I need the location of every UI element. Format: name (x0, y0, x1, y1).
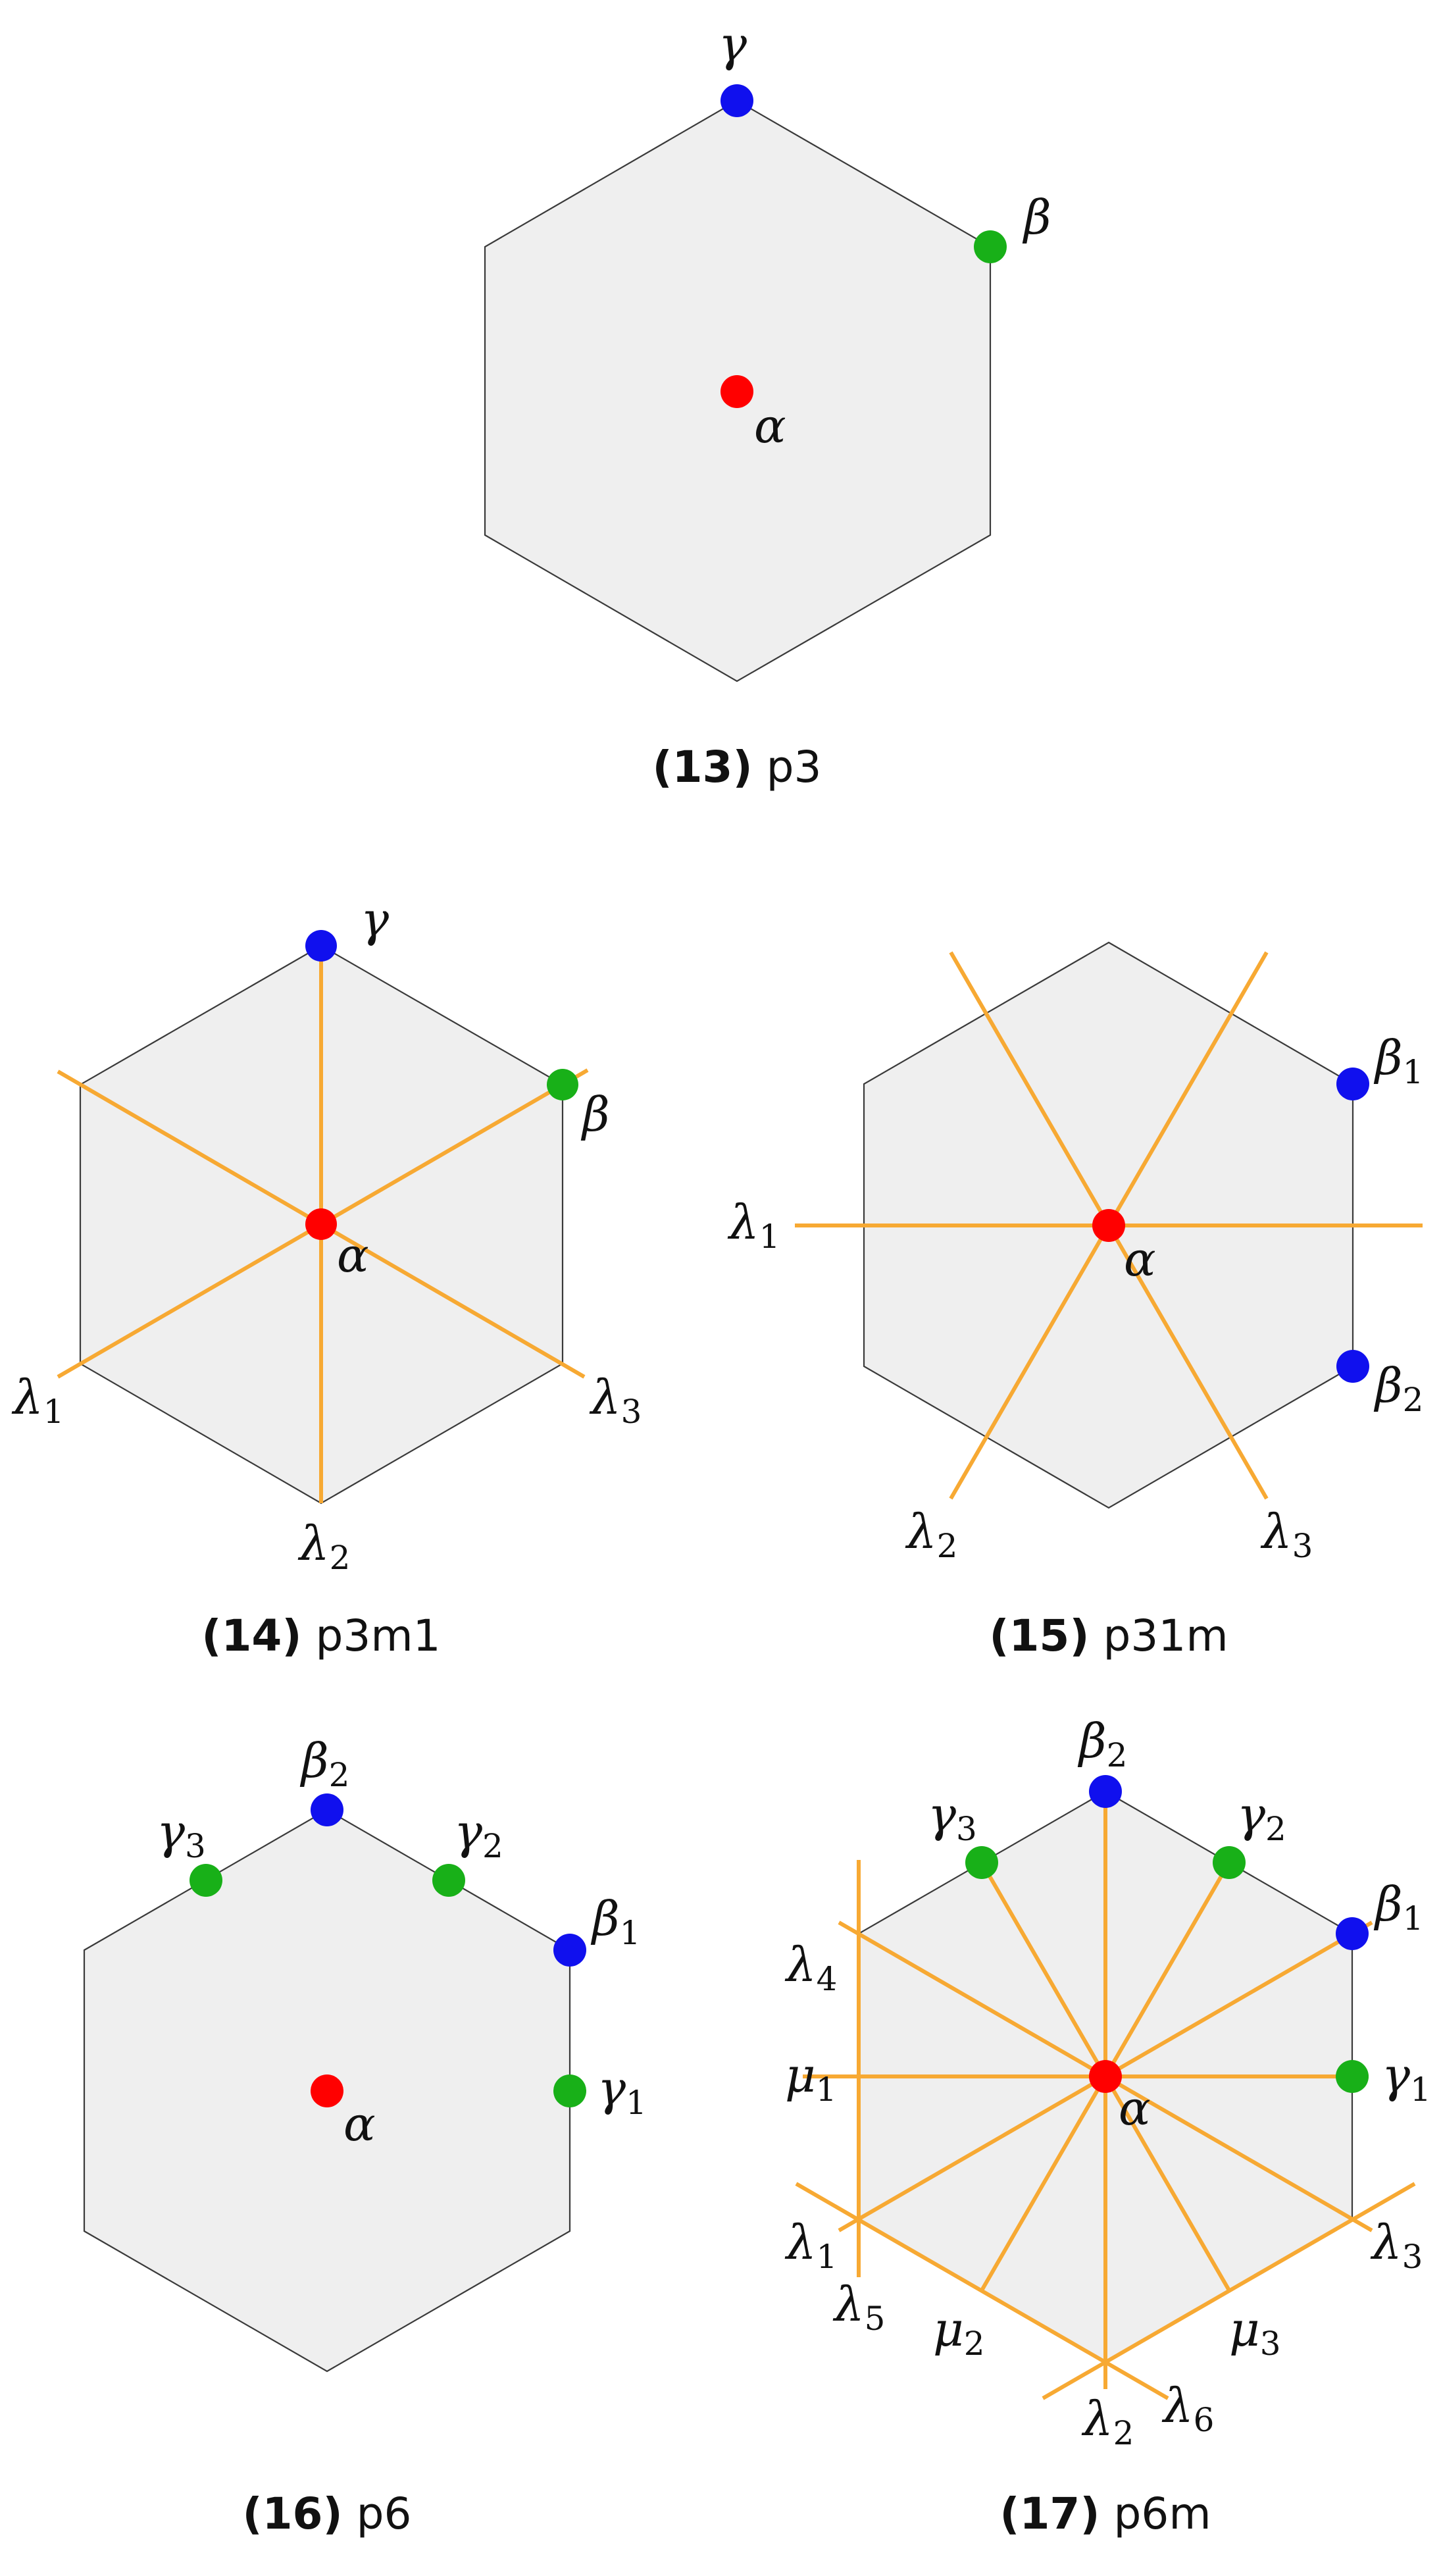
alpha-point (311, 2074, 343, 2107)
alpha-point (1092, 1209, 1125, 1242)
gamma1-label: γ1 (1382, 2048, 1431, 2109)
lambda3-label: λ3 (1370, 2215, 1423, 2276)
beta1-label: β1 (1373, 1876, 1423, 1938)
beta-label: β (580, 1087, 610, 1142)
gamma2-point (1213, 1846, 1246, 1879)
caption-p3m1: (14) p3m1 (201, 1610, 440, 1661)
gamma3-label: γ3 (928, 1787, 977, 1848)
beta2-point (1089, 1775, 1122, 1808)
lambda6-label: λ6 (1161, 2378, 1214, 2439)
beta-point (974, 230, 1007, 263)
alpha-label: α (1124, 1231, 1156, 1287)
beta1-point (553, 1934, 586, 1967)
lambda1-label: λ1 (784, 2215, 837, 2276)
beta2-label: β2 (1077, 1713, 1127, 1774)
panel-p31m: β1 β2 λ1 α λ2 λ3 (15) p31m (727, 941, 1423, 1661)
beta2-label: β2 (1373, 1358, 1423, 1419)
alpha-label: α (1119, 2080, 1151, 2136)
panel-p6m: β2 γ3 γ2 β1 λ4 μ1 γ1 α λ1 λ3 λ5 μ2 μ3 λ2… (784, 1713, 1431, 2539)
gamma3-label: γ3 (157, 1804, 206, 1865)
gamma-label: γ (361, 892, 390, 947)
caption-p6m: (17) p6m (999, 2488, 1211, 2539)
gamma2-label: γ2 (1237, 1787, 1286, 1848)
lambda5-label: λ5 (832, 2277, 885, 2338)
alpha-label: α (754, 398, 786, 453)
beta1-point (1336, 1068, 1369, 1100)
alpha-point (1089, 2060, 1122, 2093)
mu1-label: μ1 (785, 2048, 837, 2109)
mu3-label: μ3 (1229, 2302, 1281, 2363)
gamma1-label: γ1 (597, 2061, 647, 2122)
lambda4-label: λ4 (784, 1937, 837, 1998)
caption-p3: (13) p3 (652, 742, 821, 792)
panel-p3: γ β α (13) p3 (484, 16, 1051, 792)
alpha-label: α (337, 1227, 369, 1283)
lambda2-label: λ2 (905, 1504, 957, 1565)
gamma3-point (965, 1846, 998, 1879)
gamma1-point (553, 2074, 586, 2107)
beta1-label: β1 (1373, 1030, 1423, 1091)
lambda1-label: λ1 (11, 1370, 64, 1431)
caption-p31m: (15) p31m (989, 1610, 1228, 1661)
beta2-point (1336, 1350, 1369, 1383)
gamma1-point (1336, 2060, 1369, 2093)
mirror-line-lambda6 (1042, 2182, 1416, 2400)
alpha-point (305, 1208, 337, 1240)
beta1-label: β1 (590, 1891, 640, 1952)
gamma3-point (190, 1864, 222, 1897)
lambda2-label: λ2 (297, 1516, 350, 1577)
beta1-point (1336, 1917, 1369, 1950)
lambda2-label: λ2 (1081, 2391, 1134, 2452)
gamma2-point (432, 1864, 465, 1897)
caption-p6: (16) p6 (242, 2488, 411, 2539)
lambda1-label: λ1 (727, 1195, 780, 1256)
panel-p6: β2 γ3 γ2 β1 γ1 α (16) p6 (83, 1733, 647, 2539)
lambda3-label: λ3 (589, 1370, 642, 1431)
gamma-point (305, 930, 337, 962)
beta-label: β (1022, 190, 1051, 245)
alpha-point (720, 375, 753, 408)
alpha-label: α (343, 2096, 376, 2151)
gamma2-label: γ2 (454, 1804, 503, 1865)
mu2-label: μ2 (933, 2302, 985, 2363)
panel-p3m1: γ β α λ1 λ3 λ2 (14) p3m1 (11, 892, 642, 1661)
gamma-point (720, 84, 753, 117)
beta2-label: β2 (299, 1733, 349, 1794)
beta-point (547, 1069, 578, 1100)
beta2-point (311, 1793, 343, 1826)
gamma-label: γ (719, 16, 747, 72)
lambda3-label: λ3 (1260, 1504, 1313, 1565)
